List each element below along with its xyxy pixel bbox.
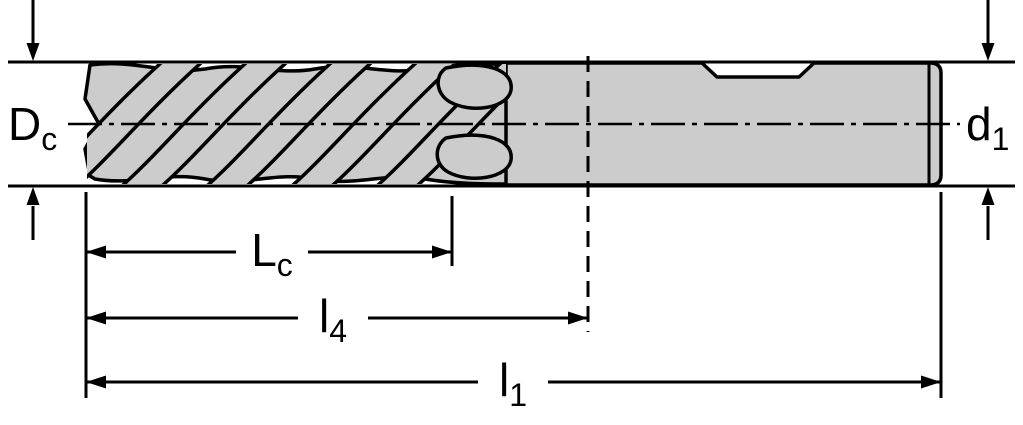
lc-arrowhead-right bbox=[432, 245, 452, 259]
d1-diameter-arrows bbox=[981, 0, 995, 240]
dc-label-mask bbox=[4, 100, 66, 148]
flute-runout-tooth-lower bbox=[435, 133, 513, 180]
lc-label-mask bbox=[238, 228, 306, 274]
dimension-l1: l1 bbox=[86, 192, 943, 413]
l1-arrowhead-right bbox=[921, 375, 941, 389]
diameter-labels: Dc d1 bbox=[4, 98, 1020, 157]
l1-arrowhead-left bbox=[86, 375, 106, 389]
dimension-lc: Lc bbox=[84, 192, 454, 398]
l4-label: l4 bbox=[319, 290, 347, 349]
l4-arrowhead-right bbox=[568, 311, 588, 325]
l4-label-mask bbox=[305, 294, 363, 340]
l1-label: l1 bbox=[499, 354, 527, 413]
lc-arrowhead-left bbox=[86, 245, 106, 259]
dc-arrowhead-top bbox=[26, 43, 40, 61]
dc-diameter-arrows bbox=[26, 0, 40, 240]
reference-lines bbox=[8, 56, 1015, 332]
d1-label: d1 bbox=[966, 98, 1009, 157]
l1-label-mask bbox=[485, 358, 543, 404]
flute-runout-tooth-upper bbox=[436, 63, 513, 110]
lc-label: Lc bbox=[251, 224, 293, 283]
d1-arrowhead-top bbox=[981, 43, 995, 61]
dimension-l4: l4 bbox=[86, 290, 588, 349]
l4-arrowhead-left bbox=[86, 311, 106, 325]
flute-ribbon bbox=[87, 64, 203, 180]
dc-arrowhead-bottom bbox=[26, 187, 40, 205]
d1-label-mask bbox=[962, 100, 1020, 148]
dc-label: Dc bbox=[8, 98, 57, 157]
tool-body bbox=[83, 61, 943, 187]
d1-arrowhead-bottom bbox=[981, 187, 995, 205]
